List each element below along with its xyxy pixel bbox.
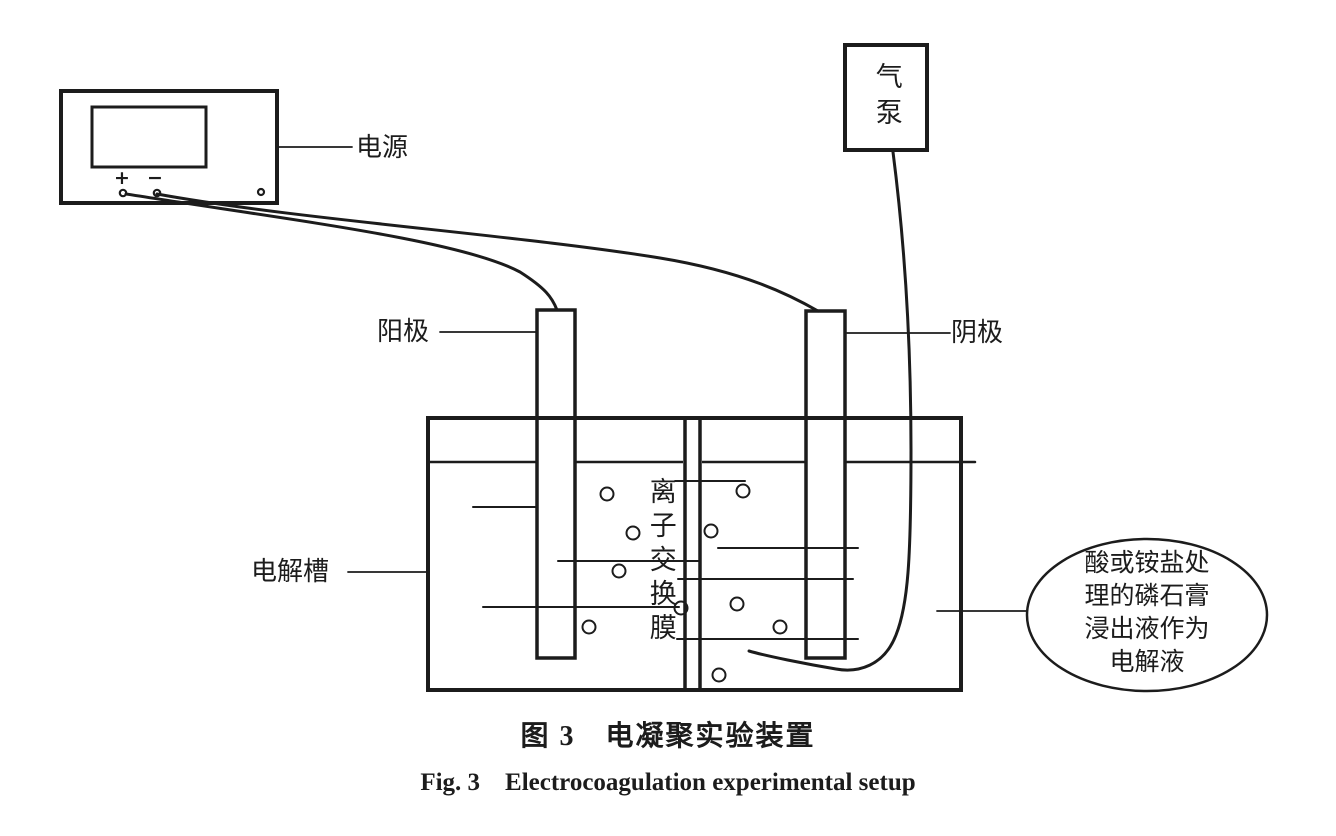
plus-terminal-label: + (114, 167, 130, 189)
ion-exchange-membrane-gap (683, 418, 702, 688)
power-supply-label: 电源 (356, 133, 409, 162)
power-knob (256, 187, 266, 197)
cathode-label: 阴极 (951, 318, 1004, 347)
annotation-ellipse (1025, 537, 1269, 693)
bubbles (581, 483, 788, 683)
electrolytic-tank (426, 416, 963, 692)
bubble (711, 667, 727, 683)
bubble (625, 525, 641, 541)
caption-zh: 图 3 电凝聚实验装置 (520, 721, 816, 752)
bubble (703, 523, 719, 539)
air-pump-label: 气泵 (871, 62, 902, 134)
leader-lines (278, 146, 1030, 612)
electrolytic-cell-label: 电解槽 (251, 557, 330, 586)
ripple-lines (482, 480, 859, 640)
minus-terminal-label: − (147, 167, 163, 189)
wire-to-cathode (155, 192, 820, 313)
bubble (772, 619, 788, 635)
bubble (729, 596, 745, 612)
wire-to-anode (124, 192, 559, 312)
power-supply-display (90, 105, 208, 169)
caption-en: Fig. 3 Electrocoagulation experimental s… (420, 769, 916, 796)
bubble (611, 563, 627, 579)
electrolyte-annotation: 酸或铵盐处 理的磷石膏 浸出液作为 电解液 (1084, 550, 1210, 676)
ion-exchange-membrane-label: 离子交换膜 (645, 477, 676, 647)
air-tube (747, 150, 913, 672)
minus-terminal (152, 188, 162, 198)
bubble (735, 483, 751, 499)
air-pump-box (843, 43, 929, 152)
bubble (599, 486, 615, 502)
anode-label: 阳极 (377, 317, 430, 346)
cathode-electrode (804, 309, 847, 660)
anode-electrode (535, 308, 577, 660)
bubble (581, 619, 597, 635)
